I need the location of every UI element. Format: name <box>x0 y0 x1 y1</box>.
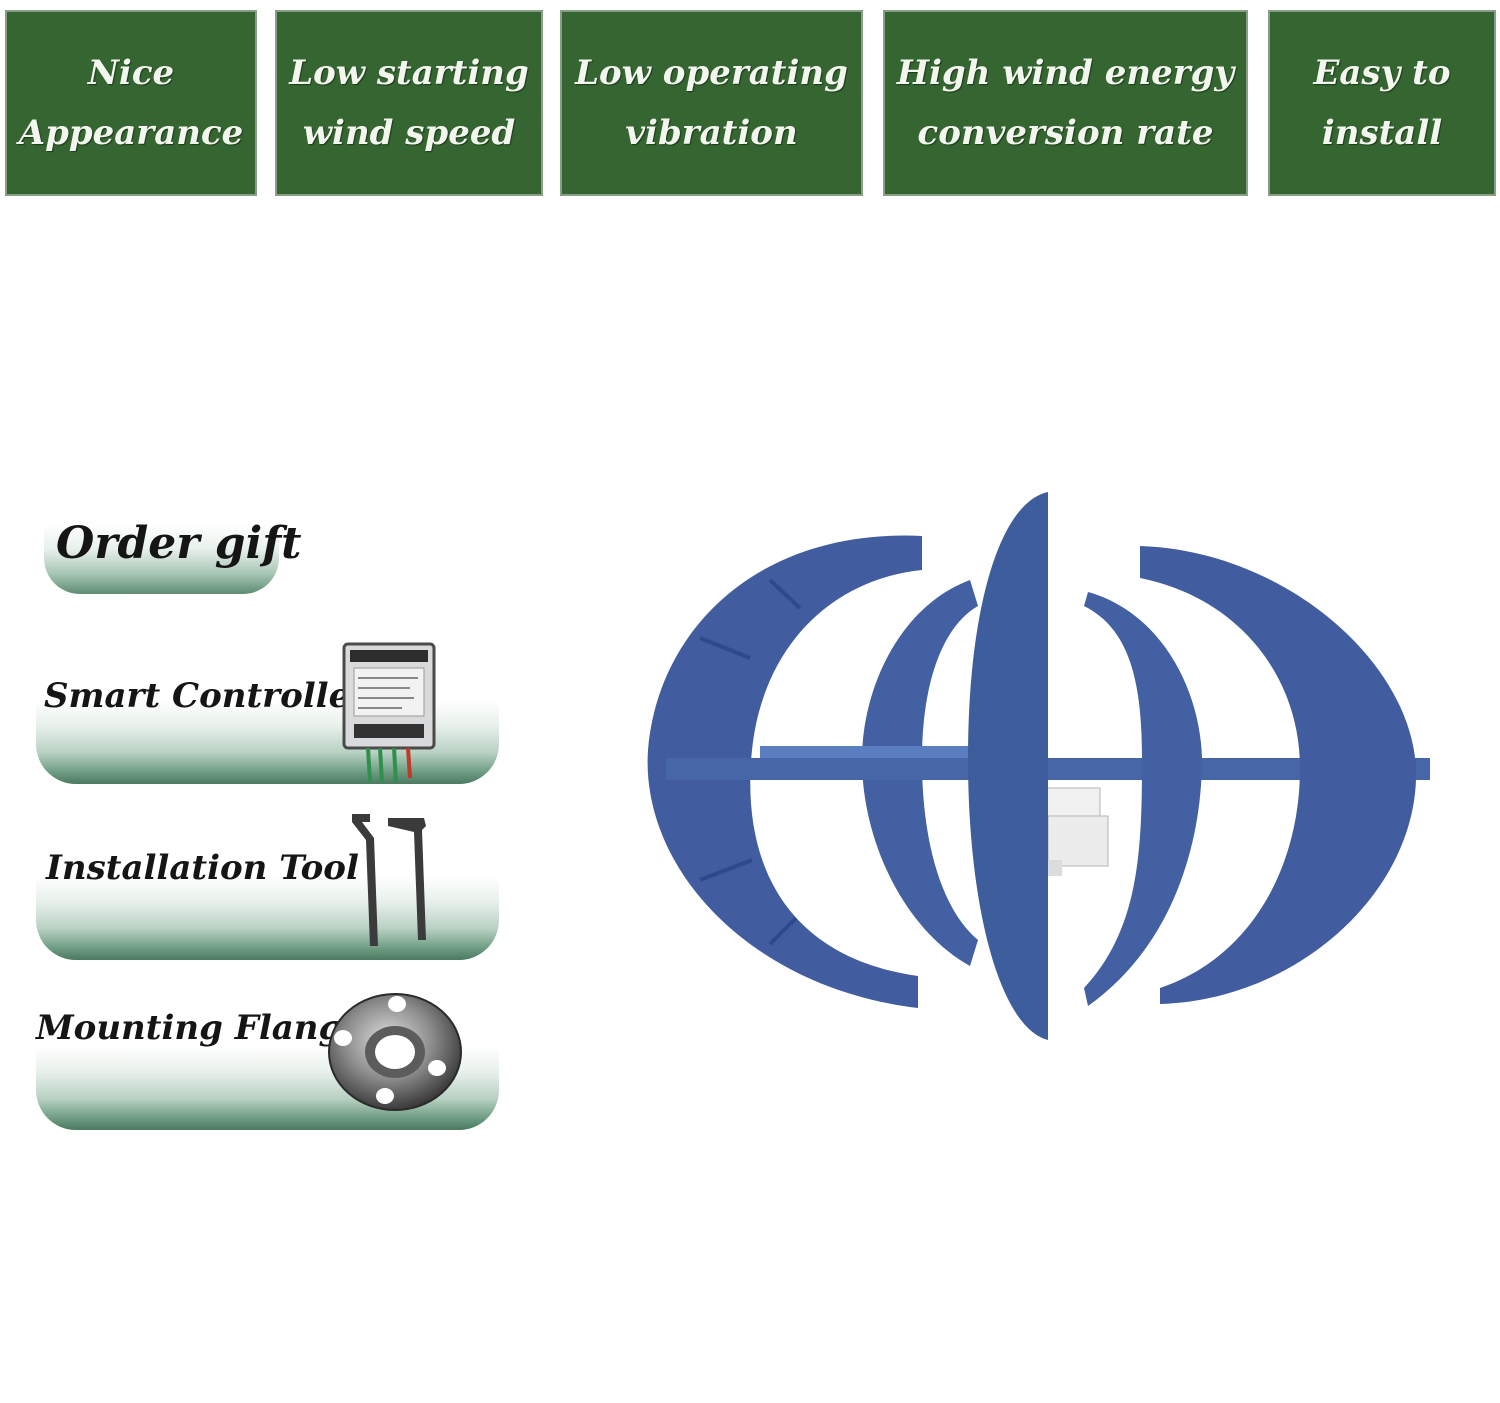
feature-line1: Low starting <box>289 53 529 93</box>
feature-box-nice-appearance: Nice Appearance <box>5 10 257 196</box>
wind-turbine-illustration <box>647 492 1430 1040</box>
feature-line2: vibration <box>625 113 798 153</box>
feature-box-high-wind-energy: High wind energy conversion rate <box>883 10 1248 196</box>
order-gift-title: Order gift <box>56 518 302 569</box>
gift-item-label: Smart Controller <box>44 676 369 716</box>
feature-line2: wind speed <box>302 113 516 153</box>
flange-icon <box>328 993 462 1111</box>
wrench-icon <box>352 814 426 946</box>
feature-line2: install <box>1321 113 1443 153</box>
gift-item-label: Installation Tool <box>46 848 359 888</box>
gift-item-label: Mounting Flange <box>36 1008 364 1048</box>
feature-box-low-starting-wind-speed: Low starting wind speed <box>275 10 543 196</box>
feature-line1: Nice <box>87 53 175 93</box>
feature-line1: Easy to <box>1313 53 1451 93</box>
controller-icon <box>342 642 436 783</box>
feature-box-low-operating-vibration: Low operating vibration <box>560 10 863 196</box>
feature-line2: conversion rate <box>917 113 1214 153</box>
feature-line2: Appearance <box>18 113 244 153</box>
order-gift-badge <box>44 524 279 594</box>
feature-line1: Low operating <box>575 53 848 93</box>
feature-line1: High wind energy <box>896 53 1235 93</box>
feature-box-easy-to-install: Easy to install <box>1268 10 1496 196</box>
